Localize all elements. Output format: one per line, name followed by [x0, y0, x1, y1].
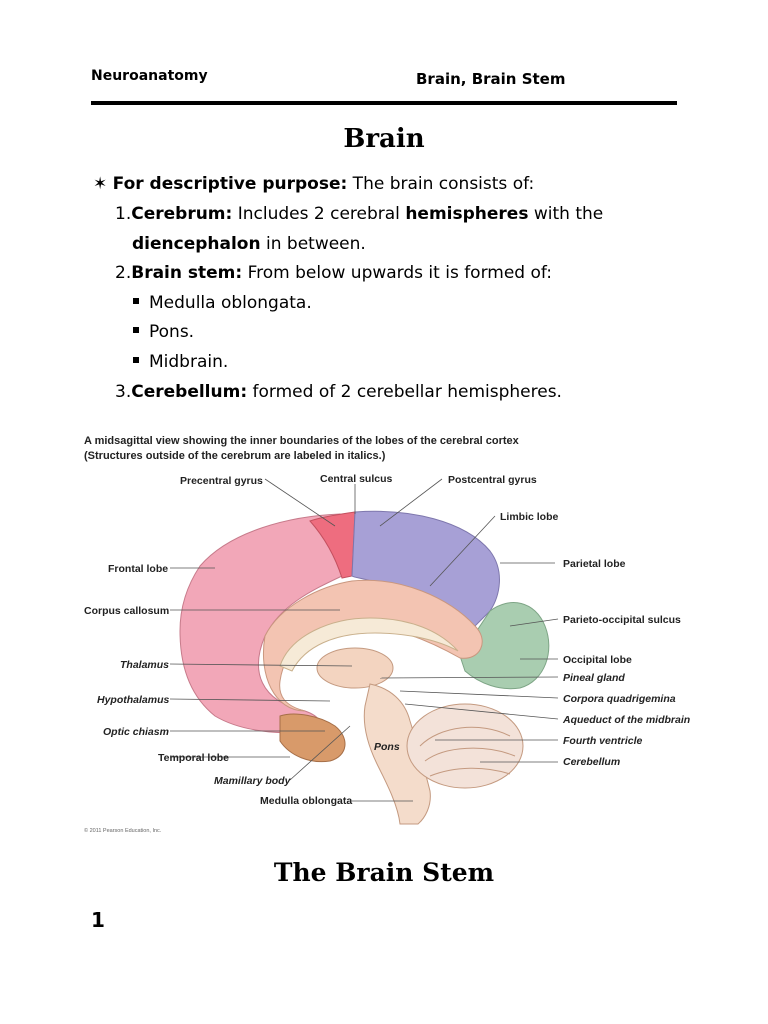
- label-hypothalamus: Hypothalamus: [97, 694, 170, 706]
- item-term-3: diencephalon: [132, 234, 261, 254]
- star-bullet-icon: ✶: [93, 174, 108, 194]
- sub-item-text: Medulla oblongata.: [149, 293, 312, 313]
- label-parieto-occipital-sulcus: Parieto-occipital sulcus: [563, 614, 681, 626]
- label-cerebellum: Cerebellum: [563, 756, 620, 768]
- label-pineal-gland: Pineal gland: [563, 672, 625, 684]
- label-pons: Pons: [374, 741, 400, 753]
- square-bullet-icon: [133, 357, 139, 363]
- sub-list-item: Midbrain.: [133, 352, 228, 372]
- square-bullet-icon: [133, 327, 139, 333]
- item-text-2: with the: [528, 204, 604, 224]
- item-number: 2.: [115, 263, 132, 283]
- intro-lead: For descriptive purpose:: [112, 174, 348, 194]
- list-item: 1.Cerebrum: Includes 2 cerebral hemisphe…: [115, 204, 603, 224]
- list-item: 3.Cerebellum: formed of 2 cerebellar hem…: [115, 382, 562, 402]
- temporal-lobe-region: [279, 713, 346, 763]
- item-term: Brain stem:: [131, 263, 243, 283]
- brain-stem-region: [363, 683, 431, 825]
- label-limbic-lobe: Limbic lobe: [500, 511, 559, 523]
- brain-figure: A midsagittal view showing the inner bou…: [80, 426, 692, 836]
- label-frontal-lobe: Frontal lobe: [108, 563, 168, 575]
- label-fourth-ventricle: Fourth ventricle: [563, 735, 643, 747]
- page-number: 1: [91, 908, 105, 932]
- header-rule: [91, 101, 677, 105]
- label-medulla-oblongata: Medulla oblongata: [260, 795, 352, 807]
- label-precentral-gyrus: Precentral gyrus: [180, 475, 263, 487]
- figure-caption-1: A midsagittal view showing the inner bou…: [84, 435, 520, 447]
- item-term: Cerebrum:: [131, 204, 233, 224]
- label-thalamus: Thalamus: [120, 659, 169, 671]
- cerebellum-region: [406, 703, 524, 789]
- label-corpus-callosum: Corpus callosum: [84, 605, 169, 617]
- sub-list-item: Pons.: [133, 322, 194, 342]
- label-postcentral-gyrus: Postcentral gyrus: [448, 474, 537, 486]
- item-text: formed of 2 cerebellar hemispheres.: [247, 382, 562, 402]
- item-number: 3.: [115, 382, 132, 402]
- square-bullet-icon: [133, 298, 139, 304]
- label-parietal-lobe: Parietal lobe: [563, 558, 626, 570]
- corpus-callosum-region: [279, 617, 459, 672]
- header-right: Brain, Brain Stem: [416, 70, 566, 88]
- label-optic-chiasm: Optic chiasm: [103, 726, 169, 738]
- header-left: Neuroanatomy: [91, 68, 208, 84]
- precentral-gyrus-region: [309, 511, 356, 579]
- figure-copyright: © 2011 Pearson Education, Inc.: [84, 827, 162, 834]
- section-title: The Brain Stem: [273, 858, 495, 887]
- item-text: Includes 2 cerebral: [232, 204, 406, 224]
- item-number: 1.: [115, 204, 132, 224]
- item-term: Cerebellum:: [131, 382, 248, 402]
- item-term-2: hemispheres: [405, 204, 529, 224]
- label-corpora-quadrigemina: Corpora quadrigemina: [563, 693, 676, 705]
- label-temporal-lobe: Temporal lobe: [158, 752, 229, 764]
- thalamus-region: [316, 647, 394, 689]
- list-item-continuation: diencephalon in between.: [132, 234, 366, 254]
- sub-item-text: Midbrain.: [149, 352, 229, 372]
- figure-caption-2: (Structures outside of the cerebrum are …: [84, 450, 386, 462]
- intro-line: ✶ For descriptive purpose: The brain con…: [93, 174, 534, 194]
- item-text: From below upwards it is formed of:: [242, 263, 552, 283]
- label-mamillary-body: Mamillary body: [214, 775, 292, 787]
- list-item: 2.Brain stem: From below upwards it is f…: [115, 263, 552, 283]
- label-aqueduct: Aqueduct of the midbrain: [562, 714, 690, 726]
- page-title: Brain: [343, 124, 425, 154]
- item-text-3: in between.: [260, 234, 366, 254]
- sub-list-item: Medulla oblongata.: [133, 293, 312, 313]
- sub-item-text: Pons.: [149, 322, 195, 342]
- label-occipital-lobe: Occipital lobe: [563, 654, 632, 666]
- label-central-sulcus: Central sulcus: [320, 473, 393, 485]
- intro-text: The brain consists of:: [347, 174, 535, 194]
